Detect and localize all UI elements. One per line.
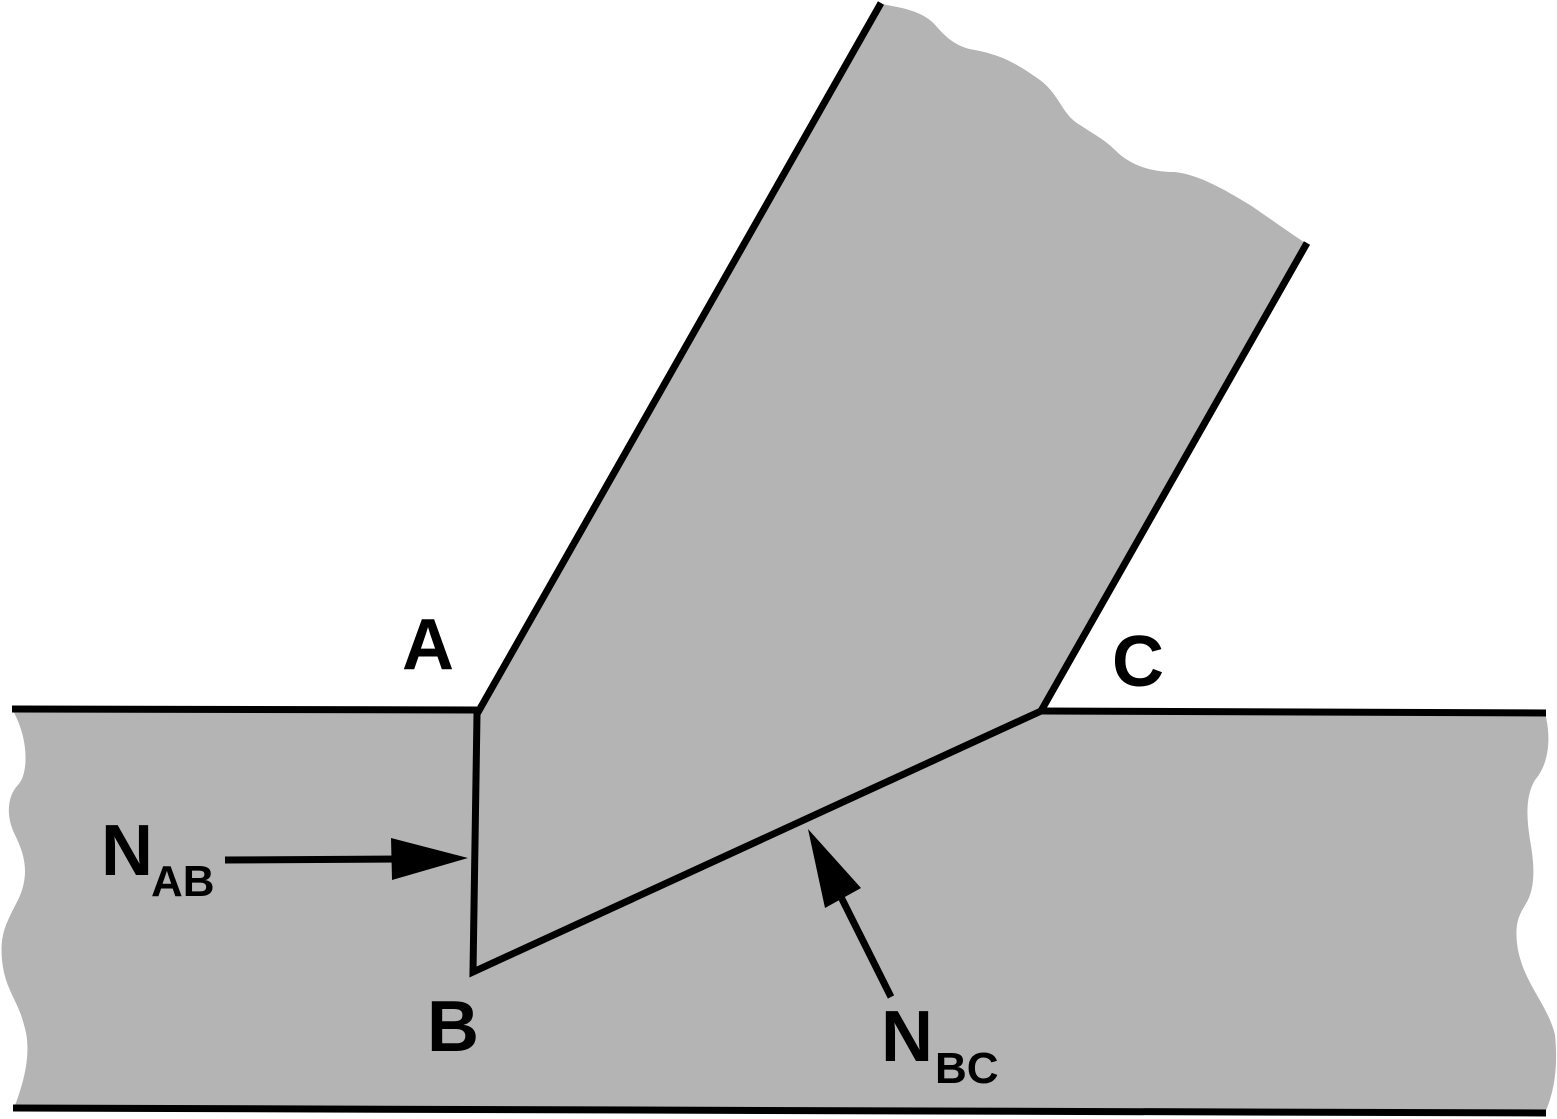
force-arrow-ab-shaft — [224, 855, 401, 864]
point-label-b: B — [427, 987, 479, 1067]
force-arrow-ab-head — [391, 838, 468, 880]
inclined-member — [473, 4, 1307, 972]
force-arrow-bc-head — [808, 829, 861, 908]
force-label-n-ab-subscript: AB — [151, 857, 215, 906]
top-surface-left-line — [11, 705, 478, 714]
bottom-surface-line — [12, 1104, 1547, 1117]
force-arrow-bc-shaft — [831, 883, 895, 999]
top-surface-right-line — [1040, 707, 1547, 717]
point-label-a: A — [402, 605, 454, 685]
point-label-c: C — [1112, 622, 1164, 702]
joint-boundary-line — [469, 1, 1311, 978]
force-label-n-ab: N — [101, 811, 153, 891]
force-label-n-bc-subscript: BC — [935, 1044, 999, 1093]
horizontal-member — [1, 709, 1557, 1113]
force-label-n-bc: N — [881, 997, 933, 1077]
